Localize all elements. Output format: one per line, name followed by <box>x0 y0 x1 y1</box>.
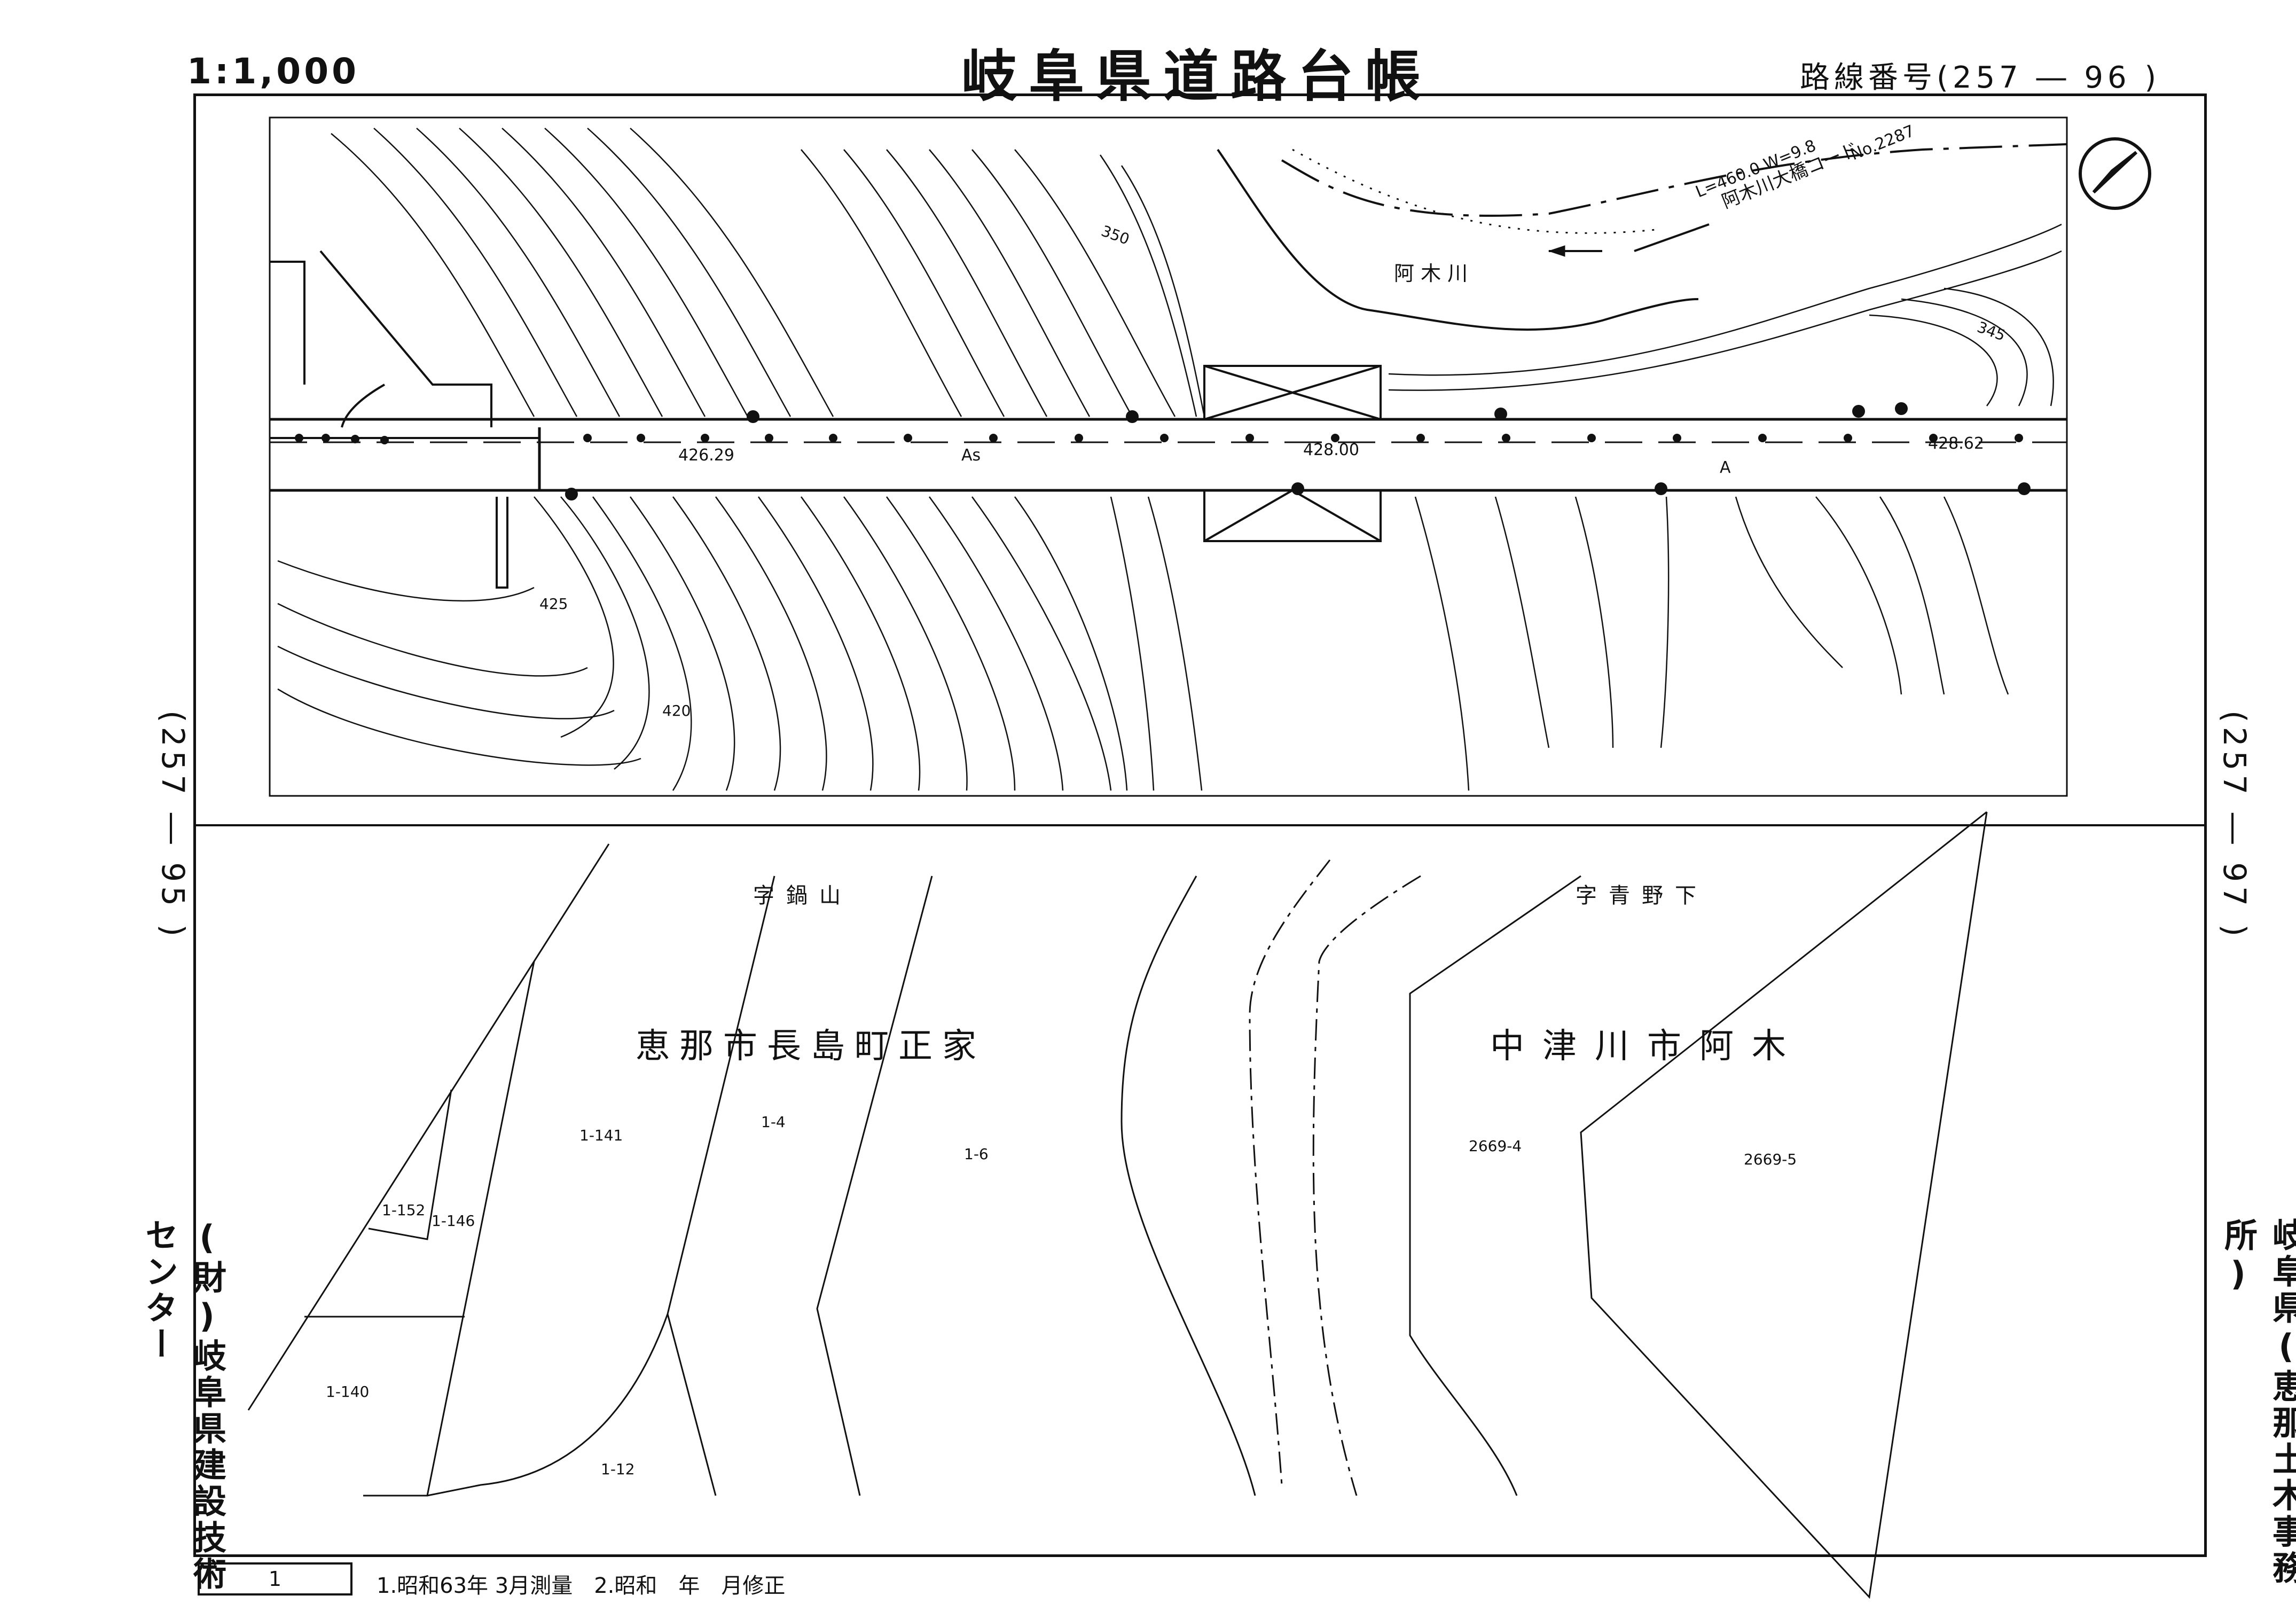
next-sheet-label: (257 ― 97 ) <box>2216 710 2253 941</box>
parcel-1-140: 1-140 <box>326 1383 369 1401</box>
contour-345: 345 <box>1975 318 2008 345</box>
contour-350: 350 <box>1099 222 1132 248</box>
road-label-a: A <box>1720 458 1731 477</box>
road <box>270 418 2067 492</box>
plan-area-border <box>269 116 2068 797</box>
parcel-1-152: 1-152 <box>382 1201 425 1219</box>
previous-sheet-label: (257 ― 95 ) <box>155 710 191 941</box>
elevation-2: 428.00 <box>1303 441 1359 459</box>
parcel-2669-4: 2669-4 <box>1469 1137 1522 1155</box>
river-name: 阿 木 川 <box>1394 262 1468 285</box>
bridge-number: No.2287 <box>1848 122 1917 165</box>
elevation-1: 426.29 <box>678 446 734 465</box>
locality-left: 恵那市長島町正家 <box>636 1027 986 1066</box>
parcel-1-12: 1-12 <box>601 1460 635 1478</box>
parcel-2669-5: 2669-5 <box>1744 1151 1797 1168</box>
parcel-1-4: 1-4 <box>761 1113 786 1131</box>
page-title: 岐阜県道路台帳 <box>961 44 1433 109</box>
office-label: 岐阜県(恵那土木事務所) <box>2219 1218 2296 1587</box>
sublocality-right: 字青野下 <box>1576 883 1708 908</box>
parcel-1-141: 1-141 <box>579 1127 623 1144</box>
route-number: 路線番号(257 ― 96 ) <box>1800 60 2161 95</box>
map-scale: 1:1,000 <box>187 51 360 92</box>
river <box>1217 143 2067 331</box>
contour-lines <box>277 128 2062 791</box>
parcel-1-6: 1-6 <box>964 1145 989 1163</box>
contour-425: 425 <box>539 595 568 613</box>
road-markers <box>295 402 2031 500</box>
north-arrow-icon <box>2079 137 2151 210</box>
elevation-3: 428.62 <box>1928 434 1984 453</box>
map-labels: 阿 木 川 阿木川大橋コード No.2287 L=460.0 W=9.8 426… <box>326 122 2008 1478</box>
parcel-1-146: 1-146 <box>432 1212 475 1230</box>
locality-right: 中津川市阿木 <box>1490 1027 1804 1066</box>
intersection <box>270 250 539 589</box>
contour-420: 420 <box>662 702 691 719</box>
bridge-structure <box>1203 365 1382 542</box>
road-label-as: As <box>961 446 981 465</box>
sublocality-left: 字鍋山 <box>753 883 852 908</box>
sheet-number-box: 1 <box>198 1562 352 1595</box>
survey-notes: 1.昭和63年 3月測量 2.昭和 年 月修正 <box>377 1574 786 1598</box>
parcel-boundaries <box>247 811 1988 1599</box>
